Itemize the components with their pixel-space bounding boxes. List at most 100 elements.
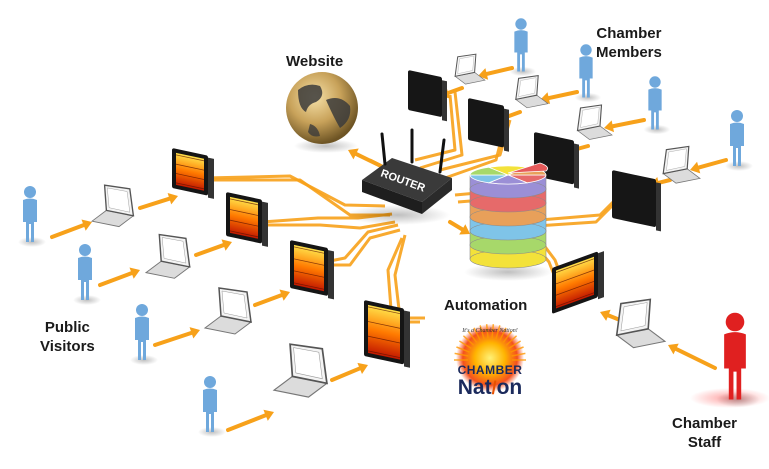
firewall-brick-line	[176, 154, 204, 162]
laptop-icon	[662, 145, 701, 184]
laptop-icon	[514, 74, 549, 109]
flow-arrow	[348, 148, 387, 170]
public-visitors-line-1: Public	[44, 319, 90, 336]
flow-arrow	[604, 118, 646, 133]
person-head	[24, 186, 36, 198]
flow-arrow	[153, 327, 200, 347]
person-body	[730, 122, 744, 166]
database-pie-slice-raised	[507, 162, 548, 174]
arrow-head	[81, 219, 92, 231]
firewall-icon	[612, 170, 661, 232]
firewall-brick-line	[368, 335, 400, 344]
person-body	[579, 56, 593, 98]
arrow-head	[348, 148, 359, 160]
firewall-icon	[468, 98, 509, 152]
laptop-display	[620, 302, 648, 332]
firewall-brick-line	[294, 282, 324, 290]
arrow-shaft	[98, 271, 134, 287]
connection-line	[393, 234, 425, 320]
public-visitor-icon	[18, 186, 46, 247]
logo-word-nation-b: on	[497, 376, 523, 399]
flow-arrows	[50, 66, 728, 432]
arrow-shaft	[138, 196, 172, 210]
person-head	[79, 244, 91, 256]
firewall-fire	[368, 304, 400, 360]
firewall-brick-line	[368, 306, 400, 315]
logo-tagline: It's a Chamber Nation!	[461, 328, 517, 334]
firewall-icon	[408, 70, 447, 122]
logo-sun-ray	[499, 327, 507, 341]
arrow-head	[167, 192, 178, 205]
laptop-icon	[615, 298, 667, 349]
automation-label: Automation	[444, 296, 527, 315]
arrow-shaft	[674, 346, 717, 370]
globe-icon	[286, 72, 358, 153]
flow-arrow	[253, 289, 290, 307]
panel-side	[574, 143, 579, 189]
router-top	[362, 158, 452, 202]
arrow-shaft	[226, 413, 268, 432]
database-shadow	[464, 263, 552, 281]
person-head	[649, 76, 661, 88]
firewall-icon	[552, 251, 604, 314]
logo-sun-ray	[485, 324, 489, 339]
logo-word-chamber: CHAMBER	[458, 363, 523, 377]
router-icon: ROUTER	[346, 128, 452, 225]
logo-sun-ray	[505, 335, 518, 346]
panel-face	[468, 98, 504, 148]
laptop-icon	[576, 104, 613, 140]
firewall-brick-line	[556, 258, 594, 273]
firewall-fire	[556, 256, 594, 309]
flow-arrow	[330, 362, 368, 382]
router-antenna	[380, 132, 387, 166]
arrow-head	[129, 267, 140, 279]
arrow-head	[600, 309, 611, 321]
public-visitors-line-2: Visitors	[40, 338, 95, 355]
logo-sun-ray	[467, 330, 478, 343]
laptop-display	[293, 347, 323, 380]
arrow-head	[357, 362, 368, 374]
laptop-display	[666, 148, 687, 171]
arrow-shaft	[354, 151, 387, 170]
panel-face	[408, 70, 442, 117]
panel-side	[504, 108, 509, 152]
logo-sun-ray	[495, 325, 501, 340]
logo-sun	[456, 324, 524, 392]
arrow-head	[279, 289, 290, 301]
arrow-shaft	[330, 366, 362, 382]
laptop-display	[518, 77, 537, 97]
arrow-head	[221, 239, 232, 251]
arrow-shaft	[194, 243, 226, 257]
arrow-shaft	[656, 178, 672, 185]
firewall-brick-line	[176, 182, 204, 190]
laptop-display	[161, 237, 187, 264]
firewall-brick-line	[556, 292, 594, 307]
firewall-brick-line	[294, 270, 324, 278]
laptop-icon	[90, 184, 135, 228]
arrow-shaft	[448, 220, 465, 232]
logo-word-nation-i: /	[492, 378, 497, 398]
laptop-icon	[272, 343, 329, 398]
person-head	[731, 110, 743, 122]
chamber-staff-line-2: Staff	[687, 434, 722, 451]
firewall-brick-line	[556, 269, 594, 285]
arrow-head	[668, 343, 679, 355]
arrow-head	[604, 120, 615, 133]
connection-line	[414, 94, 457, 162]
person-head	[725, 312, 745, 332]
laptop-display	[457, 55, 475, 74]
connection-line	[265, 220, 396, 230]
person-body	[724, 332, 746, 400]
firewall-brick-line	[294, 246, 324, 254]
panel-side	[656, 182, 661, 232]
public-visitor-icon	[198, 376, 226, 437]
chamber-member-icon	[509, 18, 537, 77]
firewall-brick-line	[230, 209, 258, 216]
chamber-members-line-2: Members	[596, 44, 662, 61]
connection-line	[330, 228, 401, 267]
firewall-icon	[226, 192, 268, 247]
arrow-head	[189, 327, 200, 339]
firewall-brick-line	[176, 173, 204, 180]
